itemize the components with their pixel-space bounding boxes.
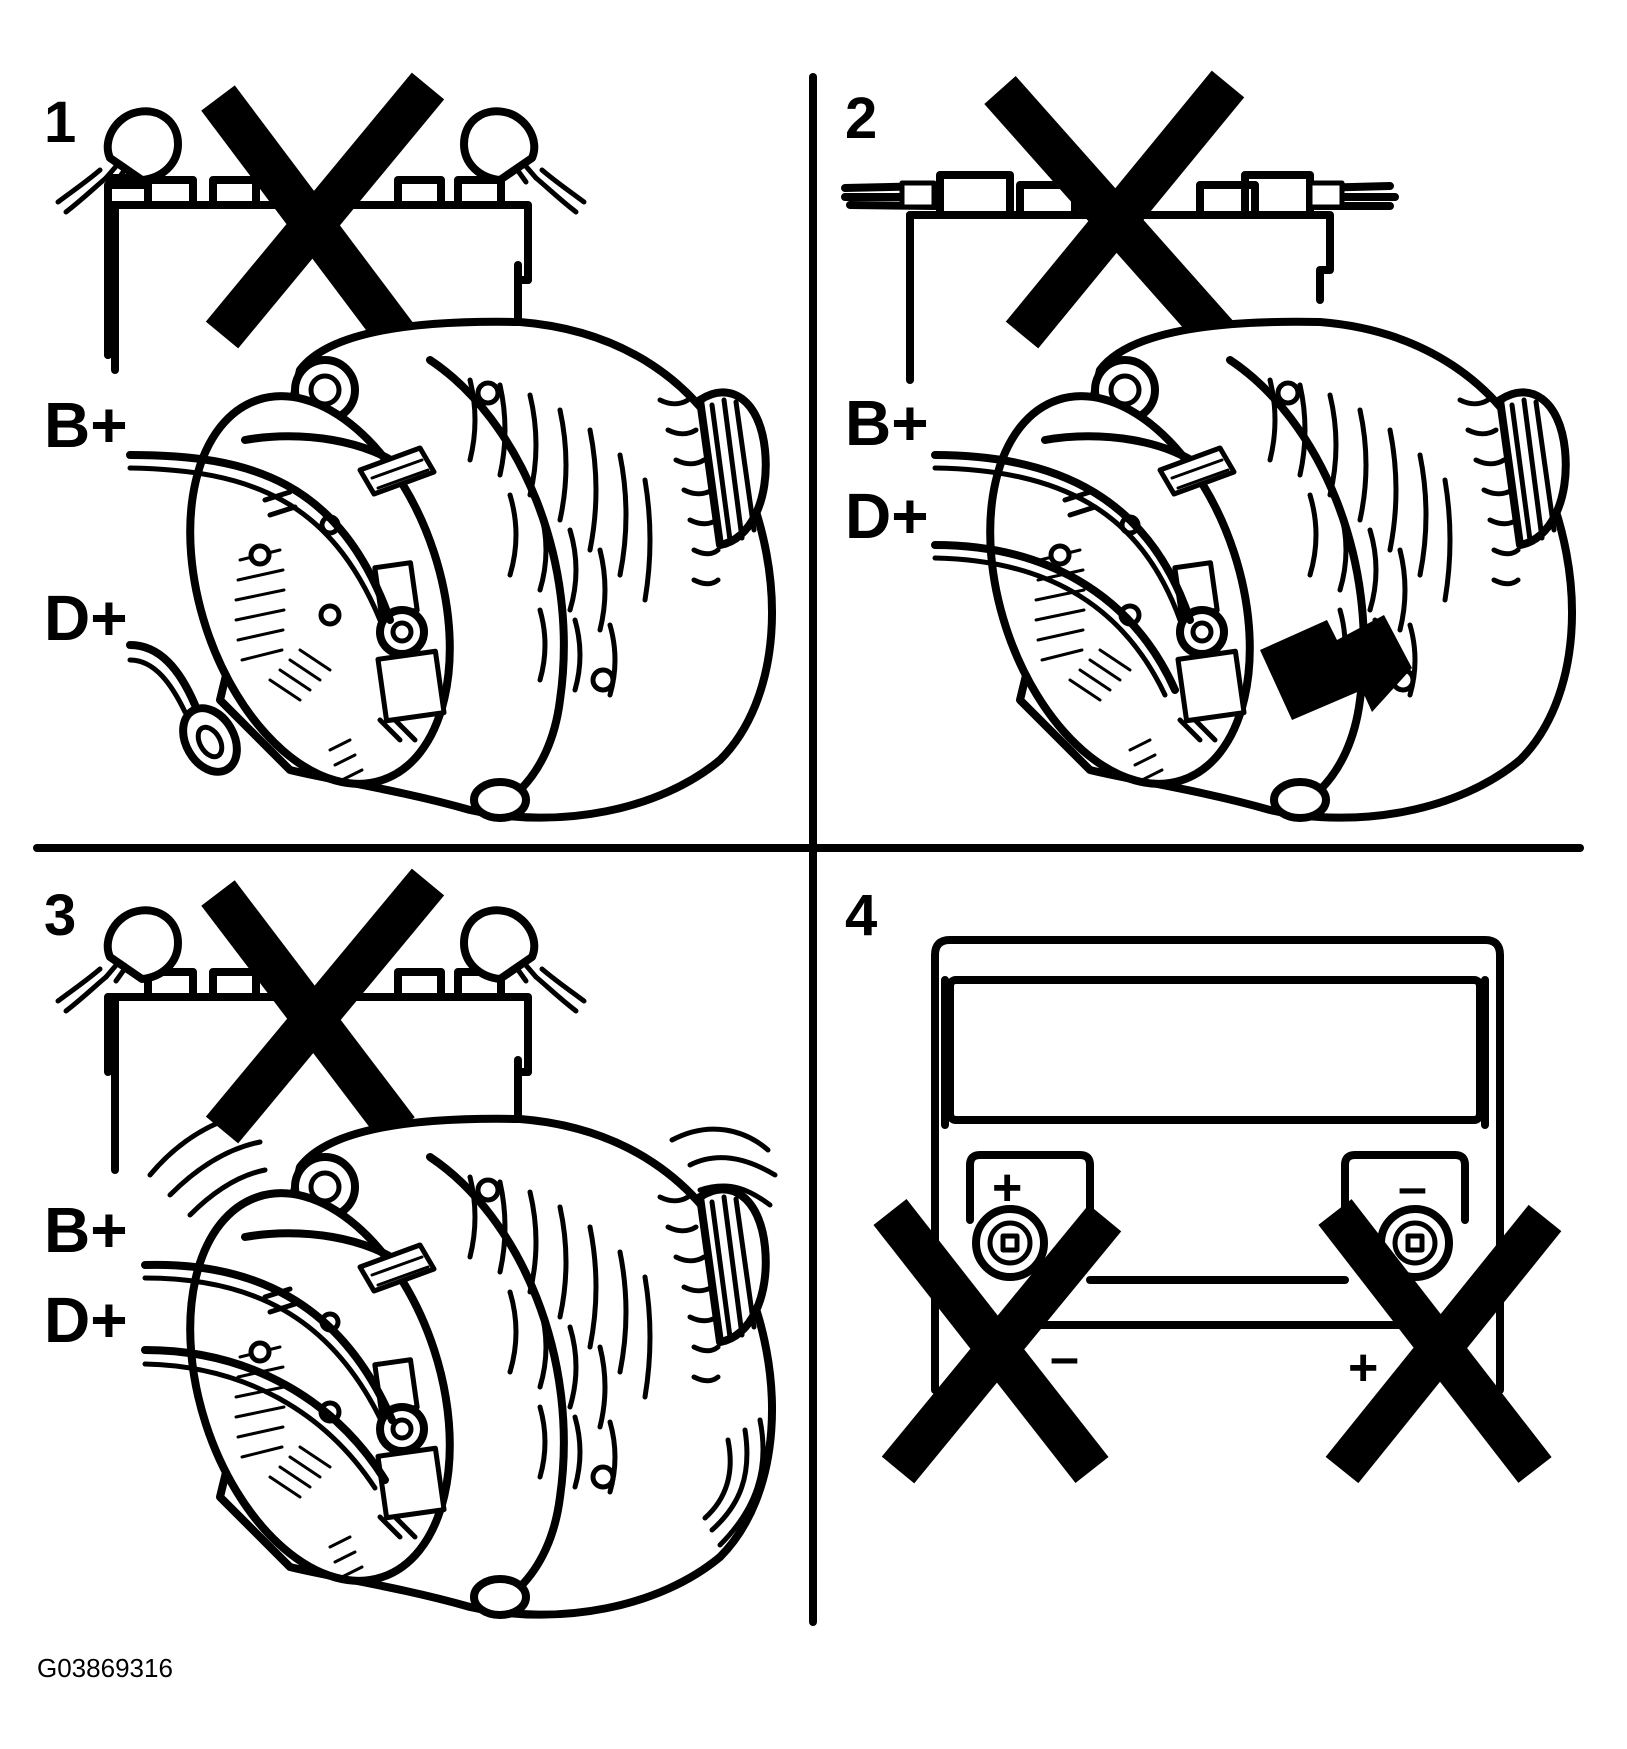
terminal-label-b-plus: B+ (845, 387, 929, 459)
b-plus-wire (141, 1260, 396, 1424)
terminal-label-b-plus: B+ (44, 1194, 128, 1266)
panel-1-number: 1 (44, 90, 76, 155)
polarity-label-negative: – (1398, 1159, 1427, 1217)
vibration-lines-icon (147, 1112, 778, 1548)
panel-3-number: 3 (44, 883, 76, 948)
b-plus-wire (931, 451, 1194, 624)
d-plus-wire (141, 1346, 389, 1484)
prohibited-cross-icon (201, 72, 445, 349)
prohibited-cross-icon (873, 1199, 1122, 1484)
polarity-label-negative: – (1050, 1329, 1079, 1387)
prohibited-cross-icon (984, 70, 1245, 354)
terminal-label-b-plus: B+ (44, 389, 128, 461)
d-plus-wire (126, 641, 199, 709)
battery-cable-clamp-icon (464, 111, 584, 212)
panel-4-number: 4 (845, 883, 877, 948)
prohibited-cross-icon (1318, 1199, 1562, 1484)
polarity-label-positive: + (992, 1159, 1022, 1217)
terminal-label-d-plus: D+ (44, 582, 128, 654)
polarity-label-positive: + (1348, 1339, 1378, 1397)
panel-2-number: 2 (845, 86, 877, 151)
alternator-icon (944, 322, 1572, 818)
panel-1: 1 B+ D+ (44, 72, 772, 818)
prohibited-cross-icon (201, 868, 445, 1144)
terminal-label-d-plus: D+ (845, 480, 929, 552)
panel-3: 3 B+ D+ (44, 868, 778, 1615)
terminal-label-d-plus: D+ (44, 1284, 128, 1356)
figure-code: G03869316 (37, 1653, 173, 1683)
b-plus-wire (126, 451, 394, 624)
d-plus-wire (931, 541, 1179, 694)
panel-2: 2 B+ D+ (841, 70, 1572, 818)
panel-4: 4 + – – + (845, 883, 1562, 1484)
arrow-icon (1260, 615, 1412, 720)
